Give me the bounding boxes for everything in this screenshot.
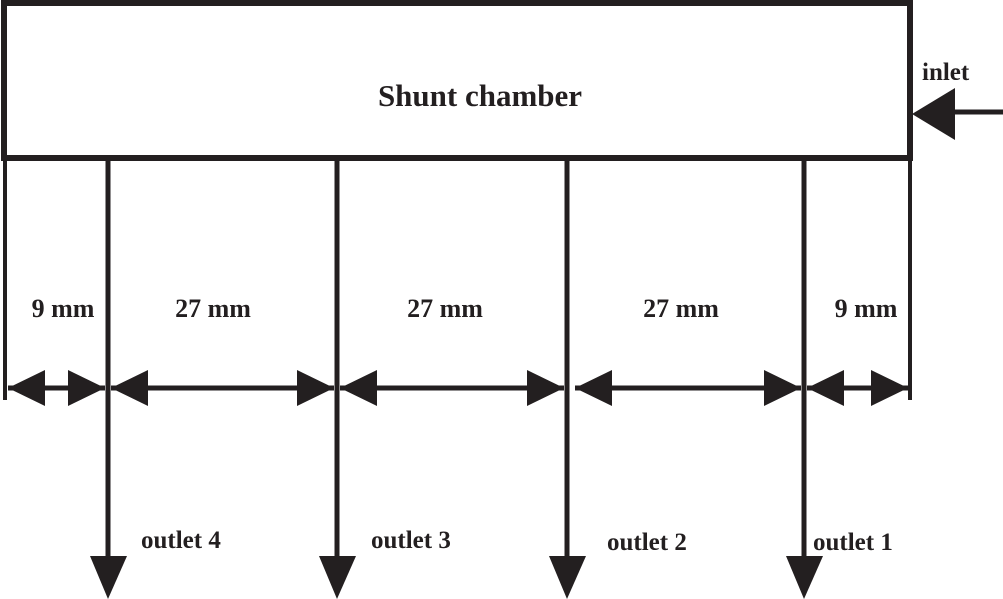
chamber-label: Shunt chamber: [378, 78, 582, 113]
inlet-label: inlet: [922, 59, 970, 86]
shunt-chamber-box: [1, 0, 913, 161]
dimension-label-4: 27 mm: [643, 294, 719, 323]
dimension-arrow-3: [340, 370, 564, 406]
dimension-label-2: 27 mm: [175, 294, 251, 323]
inlet-arrow: [912, 88, 1003, 140]
dimension-arrow-4: [575, 370, 801, 406]
dimension-arrow-2: [111, 370, 334, 406]
dimension-arrow-5: [807, 370, 908, 406]
dimension-label-1: 9 mm: [32, 294, 95, 323]
outlet-pipe-4: [90, 158, 127, 599]
outlet-label-1: outlet 1: [813, 529, 893, 556]
dimension-label-3: 27 mm: [407, 294, 483, 323]
outlet-pipe-3: [319, 158, 356, 599]
dimension-label-5: 9 mm: [835, 294, 898, 323]
outlet-pipe-2: [549, 158, 586, 599]
outlet-label-2: outlet 2: [607, 529, 687, 556]
dimension-arrow-1: [8, 370, 105, 406]
outlet-label-3: outlet 3: [371, 527, 451, 554]
outlet-pipe-1: [786, 158, 823, 599]
outlet-label-4: outlet 4: [141, 527, 221, 554]
